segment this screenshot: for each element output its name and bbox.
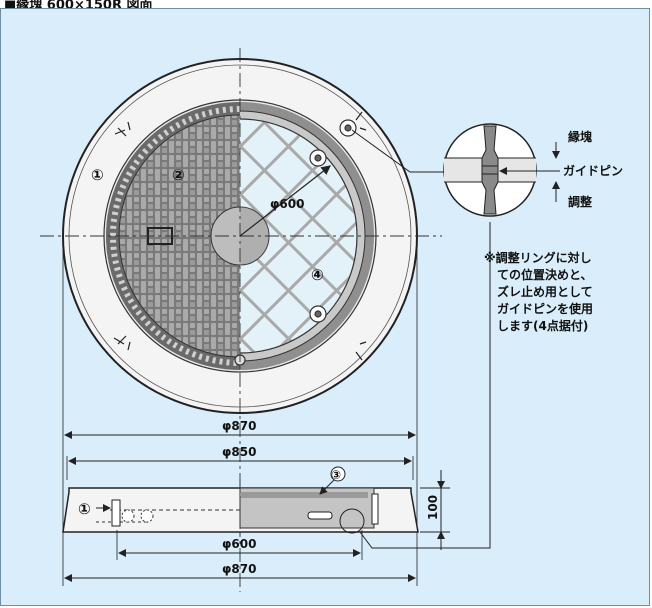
number-callouts: ① ② ④ [91,166,324,284]
guide-pin-detail [443,123,537,217]
note-line-1: ※調整リングに対し [484,250,592,265]
note-line-2: ての位置決めと、 [497,267,593,282]
side-view [62,478,419,536]
callout-1: ① [91,166,104,184]
bolt-marks [113,111,367,361]
note-line-3: ズレ止め用として [497,284,593,299]
callout-3: ③ [331,468,341,482]
ext-600-bottom [116,530,363,560]
callout-4: ④ [311,266,324,284]
callout-1-side: ① [78,500,91,518]
note-line-5: します(4点据付) [497,318,588,333]
dim-870-bottom: φ870 [222,562,256,576]
height-dimension [420,470,450,550]
callout-2: ② [172,166,185,184]
detail-label-pin: ガイドピン [563,163,623,178]
side-detail-leader [359,222,491,549]
radius-arrow [239,165,331,237]
dim-100: 100 [426,495,440,520]
note-block: ※調整リングに対し ての位置決めと、 ズレ止め用として ガイドピンを使用 します… [484,250,593,333]
note-line-4: ガイドピンを使用 [497,301,593,316]
side-callouts: ③ ① [78,466,346,518]
dim-850: φ850 [222,445,256,459]
dim-600-bottom: φ600 [222,537,256,551]
detail-label-bottom: 調整 [568,194,592,209]
detail-label-top: 縁塊 [568,129,592,144]
dim-870-top: φ870 [222,419,256,433]
detail-leader [351,129,452,173]
detail-callouts [499,142,560,202]
dim-radius-600: φ600 [270,197,304,211]
